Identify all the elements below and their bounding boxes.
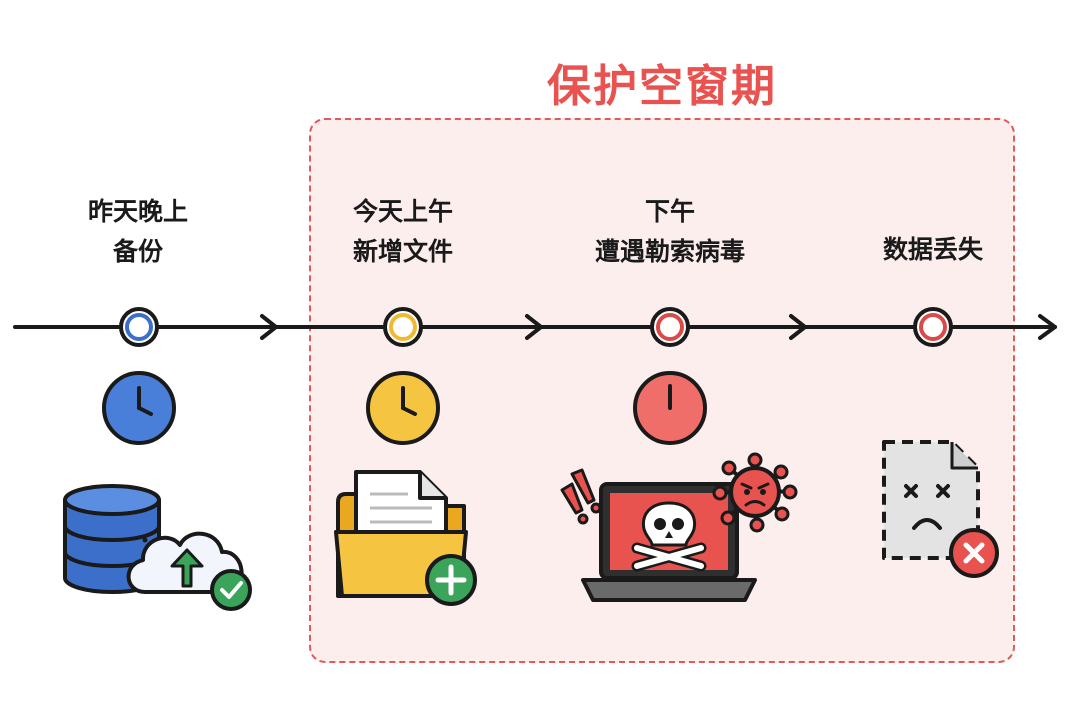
broken-file-icon [882, 440, 999, 578]
clock-icon-yellow [366, 371, 440, 445]
clock-icon-red [633, 371, 707, 445]
axis-arrow-end [1038, 314, 1057, 340]
clock-icon-blue [102, 371, 176, 445]
check-badge-icon [210, 569, 252, 611]
event-label-backup: 昨天晚上备份 [87, 197, 188, 266]
axis-arrow-3 [789, 314, 807, 340]
event-label-new-files: 今天上午新增文件 [352, 197, 453, 266]
laptop-skull-virus-icon [560, 452, 798, 602]
database-cloud-upload-icon [63, 484, 252, 611]
cloud-upload-icon [126, 531, 244, 594]
timeline-axis [13, 314, 1057, 340]
skull-icon [631, 501, 707, 572]
folder-add-icon [334, 470, 477, 606]
timeline-dot-backup [119, 307, 159, 347]
event-label-ransomware: 下午遭遇勒索病毒 [594, 197, 745, 266]
timeline-dot-data-loss [913, 307, 953, 347]
error-badge-icon [949, 528, 999, 578]
protection-gap-title: 保护空窗期 [547, 61, 777, 112]
alert-marks-icon [560, 468, 602, 525]
event-label-data-loss: 数据丢失 [882, 235, 983, 264]
dead-face-icon [904, 484, 950, 530]
virus-icon [712, 452, 798, 533]
axis-arrow-2 [525, 314, 543, 340]
axis-arrow-1 [260, 314, 278, 340]
timeline-dot-ransomware [650, 307, 690, 347]
plus-badge-icon [425, 554, 477, 606]
timeline-dot-new-files [383, 307, 423, 347]
